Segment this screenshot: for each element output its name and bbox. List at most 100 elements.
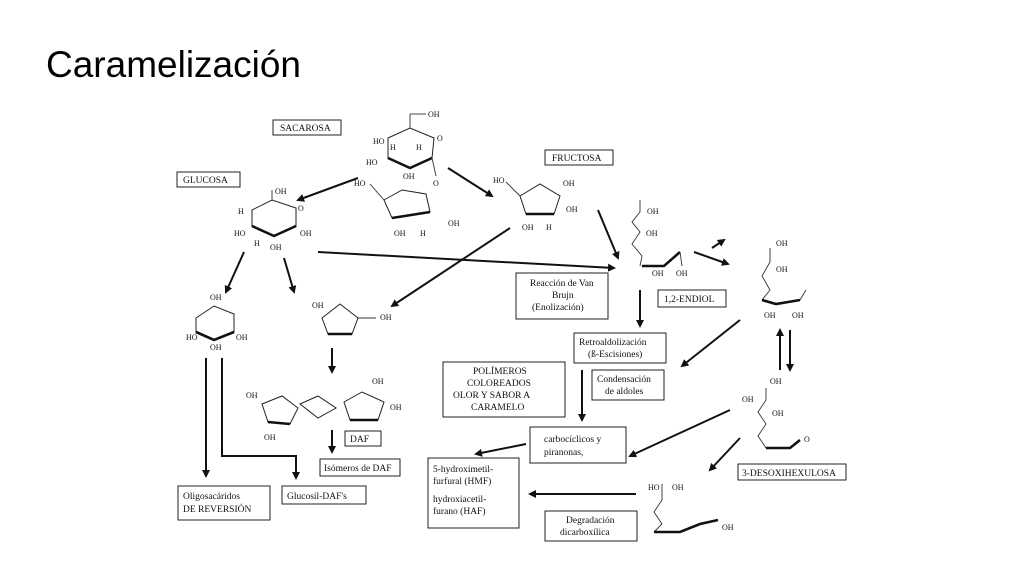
svg-text:dicarboxílica: dicarboxílica <box>560 528 610 538</box>
svg-text:OH: OH <box>764 311 776 320</box>
svg-text:Degradación: Degradación <box>566 516 615 526</box>
svg-text:OH: OH <box>264 433 276 442</box>
svg-text:hydroxiacetil-: hydroxiacetil- <box>433 495 486 505</box>
svg-text:Brujn: Brujn <box>552 291 574 301</box>
svg-text:H: H <box>254 239 260 248</box>
svg-text:furfural (HMF): furfural (HMF) <box>433 476 491 487</box>
svg-text:OLOR Y SABOR A: OLOR Y SABOR A <box>453 391 530 401</box>
svg-text:OH: OH <box>563 179 575 188</box>
svg-text:O: O <box>298 204 304 213</box>
svg-text:Oligosacáridos: Oligosacáridos <box>183 492 240 502</box>
glucosil-label: Glucosil-DAF's <box>281 485 367 505</box>
svg-text:3-DESOXIHEXULOSA: 3-DESOXIHEXULOSA <box>742 469 836 479</box>
svg-text:HO: HO <box>186 333 198 342</box>
dicarboxylic-structure: HO OH OH <box>648 483 734 534</box>
isomeros-label: Isómeros de DAF <box>319 458 401 477</box>
carbociclicos-label: carbocíclicos y piranonas, <box>529 426 627 464</box>
reaction-arrows <box>202 167 794 498</box>
svg-text:1,2-ENDIOL: 1,2-ENDIOL <box>664 295 715 305</box>
desoxihexulosa-label: 3-DESOXIHEXULOSA <box>737 463 847 481</box>
svg-text:Glucosil-DAF's: Glucosil-DAF's <box>287 492 347 502</box>
svg-text:DAF: DAF <box>350 435 369 445</box>
svg-text:OH: OH <box>772 409 784 418</box>
svg-text:5-hydroximetil-: 5-hydroximetil- <box>433 465 493 475</box>
daf-label: DAF <box>344 430 382 447</box>
svg-text:OH: OH <box>236 333 248 342</box>
svg-text:OH: OH <box>246 391 258 400</box>
svg-text:Condensación: Condensación <box>597 375 651 385</box>
svg-text:OH: OH <box>300 229 312 238</box>
svg-text:OH: OH <box>722 523 734 532</box>
svg-text:OH: OH <box>676 269 688 278</box>
oligosacaridos-label: Oligosacáridos DE REVERSIÓN <box>177 485 271 521</box>
desoxihexulosa-structure: OH OH OH O <box>742 377 810 450</box>
svg-text:HO: HO <box>493 176 505 185</box>
svg-text:OH: OH <box>646 229 658 238</box>
svg-text:POLÍMEROS: POLÍMEROS <box>473 365 527 377</box>
svg-text:OH: OH <box>776 239 788 248</box>
svg-text:OH: OH <box>742 395 754 404</box>
condensacion-label: Condensación de aldoles <box>591 369 665 401</box>
svg-text:Retroaldolización: Retroaldolización <box>579 338 647 348</box>
svg-text:OH: OH <box>776 265 788 274</box>
svg-text:H: H <box>416 143 422 152</box>
svg-text:OH: OH <box>792 311 804 320</box>
svg-text:Isómeros de DAF: Isómeros de DAF <box>324 464 392 474</box>
svg-text:DE REVERSIÓN: DE REVERSIÓN <box>183 503 251 515</box>
endiol-structure: OH OH OH OH <box>631 200 688 278</box>
svg-text:OH: OH <box>647 207 659 216</box>
svg-text:OH: OH <box>270 243 282 252</box>
dicarbonyl-structure: OH OH OH OH <box>761 239 807 320</box>
svg-text:O: O <box>437 134 443 143</box>
hmf-haf-label: 5-hydroximetil- furfural (HMF) hydroxiac… <box>427 457 520 529</box>
svg-text:OH: OH <box>372 377 384 386</box>
glucose-structure: OH O H HO OH OH H <box>234 187 312 252</box>
svg-text:OH: OH <box>210 343 222 352</box>
svg-text:OH: OH <box>210 293 222 302</box>
svg-text:O: O <box>433 179 439 188</box>
svg-text:OH: OH <box>390 403 402 412</box>
daf-structure: OH OH OH OH <box>246 377 402 442</box>
sucrose-structure: OH O HO HO H H OH O HO OH H OH <box>354 110 460 238</box>
svg-text:OH: OH <box>522 223 534 232</box>
svg-text:furano (HAF): furano (HAF) <box>433 506 486 517</box>
svg-text:OH: OH <box>770 377 782 386</box>
svg-text:H: H <box>238 207 244 216</box>
svg-text:H: H <box>390 143 396 152</box>
svg-text:FRUCTOSA: FRUCTOSA <box>552 154 602 164</box>
sacarosa-label: SACAROSA <box>272 119 342 136</box>
svg-text:OH: OH <box>672 483 684 492</box>
svg-text:OH: OH <box>380 313 392 322</box>
svg-text:HO: HO <box>354 179 366 188</box>
polimeros-label: POLÍMEROS COLOREADOS OLOR Y SABOR A CARA… <box>442 361 566 418</box>
retroaldol-label: Retroaldolización (ß-Escisiones) <box>573 332 667 364</box>
svg-text:H: H <box>420 229 426 238</box>
fructofuranose-structure: OH OH <box>312 301 392 336</box>
svg-text:HO: HO <box>366 158 378 167</box>
svg-text:H: H <box>546 223 552 232</box>
svg-text:SACAROSA: SACAROSA <box>280 124 331 134</box>
svg-text:HO: HO <box>234 229 246 238</box>
svg-text:(Enolización): (Enolización) <box>532 302 584 313</box>
fructose-structure: HO OH OH OH H <box>493 176 578 232</box>
svg-text:carbocíclicos y: carbocíclicos y <box>544 435 601 445</box>
svg-text:HO: HO <box>648 483 660 492</box>
svg-text:OH: OH <box>428 110 440 119</box>
glucose-anhydride-structure: OH HO OH OH <box>186 293 248 352</box>
glucosa-label: GLUCOSA <box>176 171 241 188</box>
svg-text:OH: OH <box>312 301 324 310</box>
van-brujn-label: Reacción de Van Brujn (Enolización) <box>515 272 609 320</box>
svg-text:OH: OH <box>448 219 460 228</box>
svg-text:Reacción de Van: Reacción de Van <box>530 279 594 289</box>
endiol-label: 1,2-ENDIOL <box>657 289 727 308</box>
svg-text:(ß-Escisiones): (ß-Escisiones) <box>588 349 642 360</box>
svg-text:HO: HO <box>373 137 385 146</box>
svg-text:GLUCOSA: GLUCOSA <box>183 176 228 186</box>
svg-text:OH: OH <box>652 269 664 278</box>
svg-text:OH: OH <box>403 172 415 181</box>
svg-text:CARAMELO: CARAMELO <box>471 403 524 413</box>
degradacion-label: Degradación dicarboxílica <box>544 510 638 542</box>
svg-text:OH: OH <box>566 205 578 214</box>
svg-text:OH: OH <box>275 187 287 196</box>
